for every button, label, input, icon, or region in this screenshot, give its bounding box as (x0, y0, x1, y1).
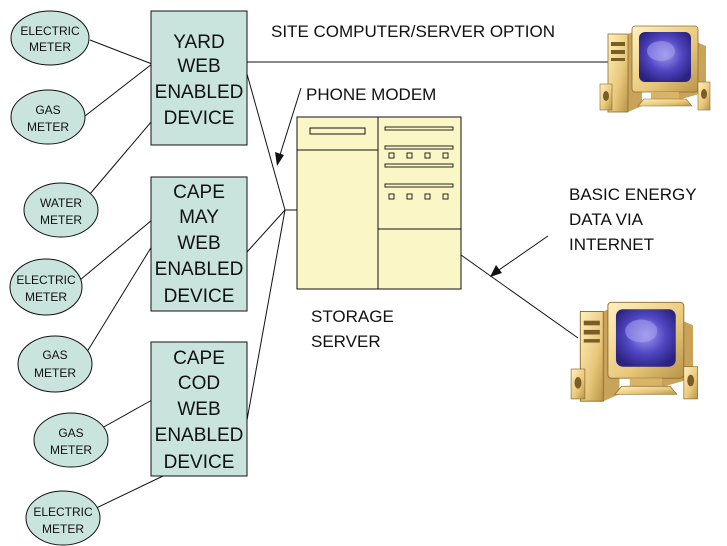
internet-arrow (495, 235, 549, 273)
device-label-line: DEVICE (164, 108, 235, 129)
meter-electric-2: ELECTRIC METER (9, 258, 83, 316)
site-computer-label: SITE COMPUTER/SERVER OPTION (271, 22, 555, 41)
internet-arrowhead (490, 265, 502, 277)
device-label-line: YARD (173, 32, 224, 53)
device-label-line: CAPE (173, 348, 225, 369)
computer-icon (570, 301, 699, 402)
storage-label-line: STORAGE (311, 307, 394, 326)
link-capecod-junction (246, 209, 286, 421)
meter-label-line2: METER (40, 213, 82, 227)
link-meter4-capemay (79, 219, 153, 281)
meter-label-line1: GAS (42, 348, 67, 362)
phone-modem-label: PHONE MODEM (306, 85, 436, 104)
storage-server (296, 116, 462, 290)
meter-label-line2: METER (25, 290, 67, 304)
meter-gas-2: GAS METER (17, 335, 93, 393)
link-server-internet-computer (460, 254, 579, 339)
device-label-line: WEB (177, 399, 220, 420)
meter-label-line1: ELECTRIC (16, 273, 76, 287)
link-meter2-yard (84, 63, 153, 117)
device-yard: YARD WEB ENABLED DEVICE (150, 10, 248, 146)
device-label-line: ENABLED (155, 82, 244, 103)
phone-modem-arrow (278, 87, 302, 159)
device-cape-may: CAPE MAY WEB ENABLED DEVICE (150, 176, 248, 312)
meter-label-line1: WATER (40, 196, 82, 210)
link-meter3-yard (77, 107, 164, 209)
internet-label-line: BASIC ENERGY (569, 185, 697, 204)
meter-label-line2: METER (27, 120, 69, 134)
device-label-line: ENABLED (155, 259, 244, 280)
meter-label-line1: GAS (58, 426, 83, 440)
link-yard-junction (246, 73, 286, 211)
meter-gas-3: GAS METER (33, 412, 109, 468)
meter-label-line2: METER (42, 522, 84, 536)
meter-water: WATER METER (23, 182, 99, 238)
link-meter7-capecod (87, 475, 164, 513)
meter-electric-1: ELECTRIC METER (10, 10, 90, 66)
device-label-line: DEVICE (164, 286, 235, 307)
meter-label-line2: METER (29, 40, 71, 54)
meter-electric-3: ELECTRIC METER (25, 490, 101, 546)
device-cape-cod: CAPE COD WEB ENABLED DEVICE (150, 341, 248, 477)
device-label-line: CAPE (173, 182, 225, 203)
meter-label-line2: METER (50, 443, 92, 457)
storage-label-line: SERVER (311, 332, 381, 351)
device-label-line: WEB (177, 233, 220, 254)
meter-label-line1: GAS (35, 103, 60, 117)
device-label-line: MAY (179, 207, 219, 228)
computer-icon (599, 25, 711, 113)
meter-label-line1: ELECTRIC (33, 505, 93, 519)
phone-modem-arrowhead (275, 152, 284, 166)
device-label-line: WEB (177, 56, 220, 77)
internet-label-line: INTERNET (569, 235, 654, 254)
meter-gas-1: GAS METER (10, 89, 86, 145)
link-meter5-capemay (81, 245, 153, 361)
device-label-line: DEVICE (164, 452, 235, 473)
meter-label-line2: METER (34, 366, 76, 380)
internet-label-line: DATA VIA (569, 210, 644, 229)
device-label-line: ENABLED (155, 425, 244, 446)
device-label-line: COD (178, 373, 220, 394)
meter-label-line1: ELECTRIC (20, 24, 80, 38)
link-meter1-yard (89, 39, 153, 65)
link-capemay-junction (246, 209, 286, 253)
